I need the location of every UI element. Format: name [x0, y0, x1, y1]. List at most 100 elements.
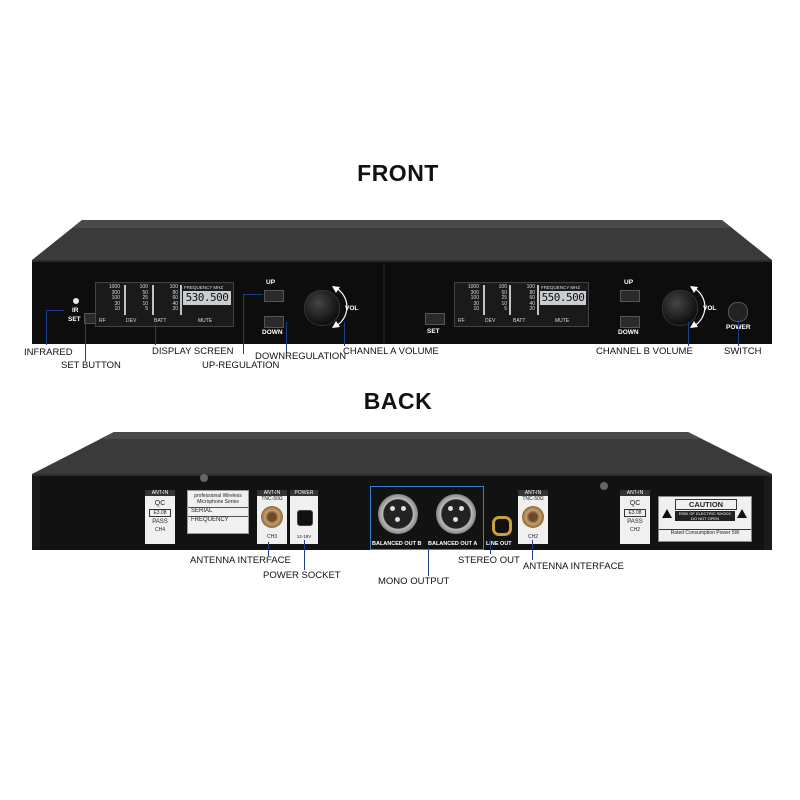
rf-bar-a [124, 285, 126, 315]
dev-bar-b [509, 285, 511, 315]
balanced-out-b-label: BALANCED OUT B [372, 541, 422, 547]
qc-left-top: ANT-IN [145, 490, 175, 496]
serial-line2: Microphone Series [197, 499, 239, 505]
col-batt-b: BATT [513, 318, 526, 324]
callout-power-socket: POWER SOCKET [263, 570, 341, 581]
batt-bar-b [537, 285, 539, 315]
callout-channel-b-volume: CHANNEL B VOLUME [596, 346, 693, 357]
volume-arrow-a [332, 286, 348, 328]
freq-header-a: FREQUENCY MHZ [184, 285, 224, 290]
callout-antenna-interface-right: ANTENNA INTERFACE [523, 561, 624, 572]
vol-label-a: VOL [345, 305, 359, 312]
qc-right-top: ANT-IN [620, 490, 650, 496]
caution-line2: DO NOT OPEN [675, 516, 735, 521]
balanced-outputs-group [370, 486, 484, 550]
set-label-a: SET [68, 316, 81, 323]
power-switch[interactable] [728, 302, 748, 322]
ant-left-type: TNC-50Ω [261, 496, 283, 502]
freq-lcd-b: 550.500 [540, 291, 586, 305]
ir-sensor [73, 298, 79, 304]
col-mute-a: MUTE [198, 318, 213, 324]
caution-label: CAUTION RISK OF ELECTRIC SHOCK DO NOT OP… [658, 496, 752, 542]
col-batt-a: BATT [154, 318, 167, 324]
serial-line1: professional Wireless [194, 493, 242, 499]
qc-right-qc: QC [629, 500, 641, 507]
volume-arrow-b [690, 286, 706, 328]
callout-up-regulation: UP-REGULATION [202, 360, 280, 371]
batt-bar-a [180, 285, 182, 315]
line-out-label: LINE OUT [486, 541, 512, 547]
xlr-out-b[interactable] [378, 494, 418, 534]
warning-icon-right [737, 509, 747, 518]
qc-label-right: ANT-IN QC E3.08 PASS CH2 [620, 490, 650, 544]
callout-switch: SWITCH [724, 346, 762, 357]
volume-knob-a[interactable] [304, 290, 340, 326]
down-button-b[interactable] [620, 316, 640, 328]
freq-header-b: FREQUENCY MHZ [541, 285, 581, 290]
power-volt: 12-18V [296, 534, 312, 539]
back-panel: ANT-IN QC E3.08 PASS CH4 professional Wi… [32, 430, 772, 550]
callout-set-button: SET BUTTON [61, 360, 121, 371]
xlr-out-a[interactable] [436, 494, 476, 534]
up-button-b[interactable] [620, 290, 640, 302]
warning-icon-left [662, 509, 672, 518]
tnc-connector-right[interactable] [522, 506, 544, 528]
frequency-text: FREQUENCY [188, 516, 248, 523]
qc-right-ch: CH2 [629, 527, 640, 533]
caution-line1: RISK OF ELECTRIC SHOCK [675, 511, 735, 516]
qc-right-code: E3.08 [624, 509, 646, 517]
power-top: POWER [290, 490, 318, 496]
serial-label: professional Wireless Microphone Series … [187, 490, 249, 534]
set-button-b[interactable] [425, 313, 445, 325]
dc-jack[interactable] [297, 510, 313, 526]
vol-label-b: VOL [703, 305, 717, 312]
col-dev-a: DEV [126, 318, 137, 324]
ant-left-top: ANT-IN [257, 490, 287, 496]
qc-left-code: E3.08 [149, 509, 171, 517]
callout-stereo-out: STEREO OUT [458, 555, 520, 566]
col-mute-b: MUTE [555, 318, 570, 324]
tnc-connector-left[interactable] [261, 506, 283, 528]
antenna-port-right: ANT-IN TNC-50Ω CH2 [518, 490, 548, 544]
callout-infrared: INFRARED [24, 347, 73, 358]
down-button-a[interactable] [264, 316, 284, 328]
front-heading: FRONT [357, 160, 439, 186]
up-label-b: UP [624, 279, 634, 286]
ir-label: IR [72, 307, 79, 314]
antenna-port-left: ANT-IN TNC-50Ω CH3 [257, 490, 287, 544]
frequency-value-a: 530.500 [185, 291, 229, 304]
col-rf-b: RF [458, 318, 465, 324]
up-button-a[interactable] [264, 290, 284, 302]
ant-right-top: ANT-IN [518, 490, 548, 496]
ant-right-ch: CH2 [527, 534, 538, 540]
qc-label-left: ANT-IN QC E3.08 PASS CH4 [145, 490, 175, 544]
set-label-b: SET [427, 328, 440, 335]
ant-right-type: TNC-50Ω [522, 496, 544, 502]
volume-knob-b[interactable] [662, 290, 698, 326]
callout-channel-a-volume: CHANNEL A VOLUME [343, 346, 439, 357]
down-label-a: DOWN [262, 329, 283, 336]
qc-right-pass: PASS [627, 519, 643, 525]
qc-left-ch: CH4 [154, 527, 165, 533]
callout-mono-output: MONO OUTPUT [378, 576, 450, 587]
frequency-value-b: 550.500 [541, 291, 585, 304]
rf-bar-b [483, 285, 485, 315]
line-out-jack[interactable] [492, 516, 512, 536]
callout-display-screen: DISPLAY SCREEN [152, 346, 234, 357]
qc-left-pass: PASS [152, 519, 168, 525]
qc-left-qc: QC [154, 500, 166, 507]
serial-text: SERIAL [188, 507, 248, 514]
col-rf-a: RF [99, 318, 106, 324]
caution-title: CAUTION [675, 499, 737, 510]
balanced-out-a-label: BALANCED OUT A [428, 541, 478, 547]
callout-down-regulation: DOWNREGULATION [255, 351, 347, 362]
